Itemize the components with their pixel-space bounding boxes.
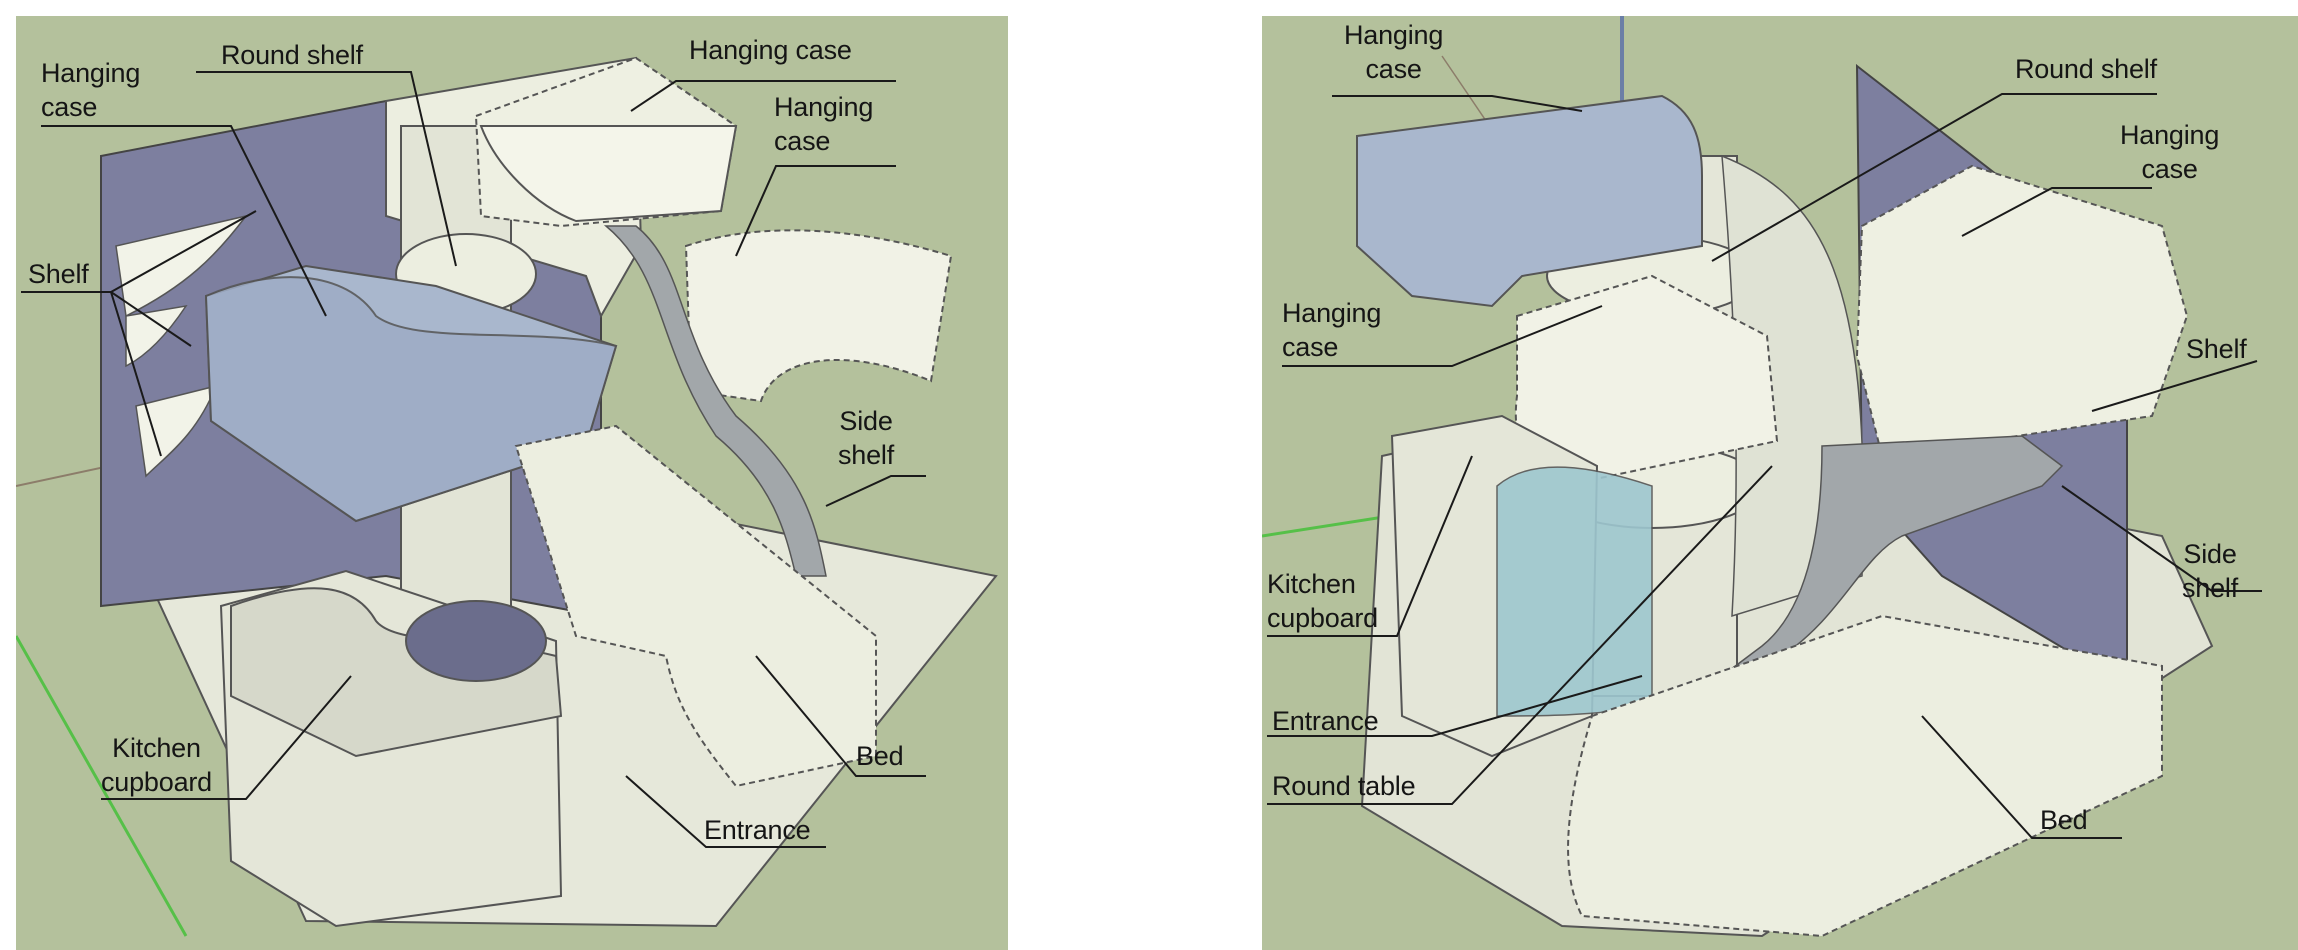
label-round-shelf: Round shelf [221, 40, 363, 70]
label-kitchen-cupboard: Kitchen cupboard [1267, 569, 1378, 633]
label-round-shelf: Round shelf [2015, 54, 2157, 84]
label-hanging-case: Hanging case [1344, 20, 1444, 84]
label-hanging-case: Hanging case [689, 35, 852, 65]
label-shelf: Shelf [28, 259, 89, 289]
hanging-case-middle [1514, 274, 1779, 488]
green-axis [16, 635, 188, 937]
blue-hanging-case-front [204, 276, 618, 523]
side-shelf [603, 225, 827, 577]
label-bed: Bed [856, 741, 904, 771]
hanging-case-right [684, 229, 953, 403]
label-entrance: Entrance [704, 815, 811, 845]
bed-block [514, 424, 877, 788]
bed-block [1567, 614, 2163, 938]
hanging-case-right [1855, 164, 2189, 458]
leader-lines [21, 71, 926, 848]
leader-lines [1267, 93, 2262, 839]
left-model-drawing [16, 56, 998, 937]
label-hanging-case: Hanging case [2120, 120, 2220, 184]
kitchen-cupboard-front [1496, 466, 1653, 717]
label-side-shelf: Side shelf [2182, 539, 2239, 603]
label-shelf: Shelf [2186, 334, 2247, 364]
round-table-top [405, 600, 547, 682]
label-hanging-case: Hanging case [774, 92, 874, 156]
label-round-table: Round table [1272, 771, 1416, 801]
left-view-panel: Hanging case Round shelf Hanging case Ha… [16, 16, 1008, 950]
label-hanging-case: Hanging case [1282, 298, 1382, 362]
wall-shelf [125, 304, 188, 368]
label-bed: Bed [2040, 805, 2088, 835]
blue-hanging-case [1356, 94, 1703, 308]
label-hanging-case: Hanging case [41, 58, 141, 122]
hanging-case-top-front [479, 125, 738, 223]
label-side-shelf: Side shelf [838, 406, 895, 470]
label-kitchen-cupboard: Kitchen cupboard [101, 733, 212, 797]
label-entrance: Entrance [1272, 706, 1379, 736]
right-view-panel: Hanging case Round shelf Hanging case Ha… [1262, 16, 2298, 950]
right-model-drawing [1262, 16, 2262, 938]
